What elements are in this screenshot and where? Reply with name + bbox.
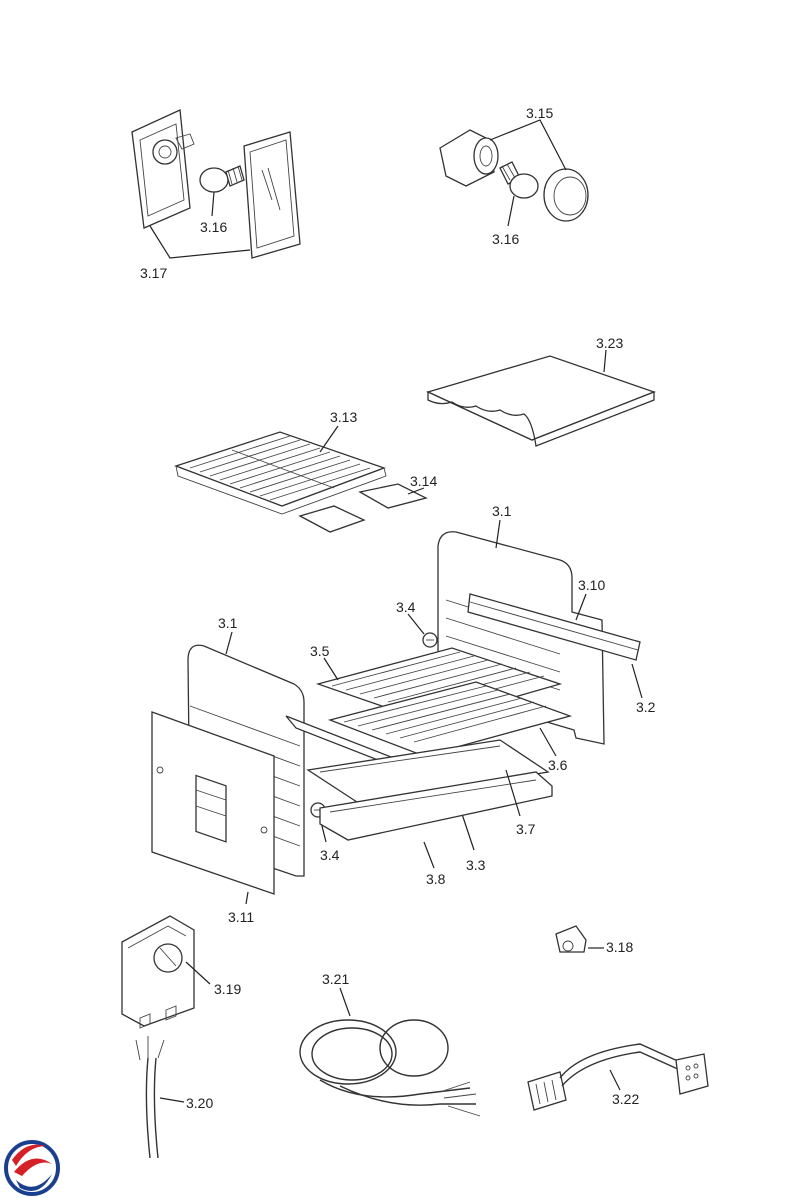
label-3-23: 3.23 [596, 335, 623, 351]
label-3-14: 3.14 [410, 473, 437, 489]
leader-line [495, 519, 501, 549]
grill-pan-part [319, 771, 553, 841]
label-3-21: 3.21 [322, 971, 349, 987]
leader-line [507, 195, 515, 227]
label-3-20: 3.20 [186, 1095, 213, 1111]
shelf-support-part [298, 483, 428, 533]
leader-line [225, 631, 233, 655]
label-3-16: 3.16 [200, 219, 227, 235]
side-rail-part [467, 593, 641, 661]
leader-line [575, 593, 587, 621]
label-3-4-top: 3.4 [396, 599, 416, 615]
leader-line [505, 769, 521, 817]
label-3-16b: 3.16 [492, 231, 519, 247]
label-3-15: 3.15 [526, 105, 553, 121]
lamp-housing-part [131, 109, 195, 229]
label-3-3: 3.3 [466, 857, 486, 873]
leader-line [319, 425, 339, 453]
connector-harness-part [527, 1043, 709, 1111]
label-3-22: 3.22 [612, 1091, 639, 1107]
label-3-6: 3.6 [548, 757, 568, 773]
drip-tray-part [306, 739, 550, 805]
label-3-2: 3.2 [636, 699, 656, 715]
leader-line [489, 119, 567, 171]
wiring-harness-part [299, 1019, 481, 1117]
baking-tray-part [426, 355, 656, 447]
leader-line [211, 191, 215, 217]
label-3-5: 3.5 [310, 643, 330, 659]
leader-line [407, 487, 425, 495]
label-3-1-left: 3.1 [218, 615, 238, 631]
thermostat-part [555, 925, 587, 953]
label-3-19: 3.19 [214, 981, 241, 997]
switch-unit-part [121, 915, 195, 1029]
leader-line [149, 225, 251, 259]
oven-shelf-lower-part [327, 681, 573, 757]
label-3-8: 3.8 [426, 871, 446, 887]
leader-line [159, 1097, 185, 1103]
label-3-17: 3.17 [140, 265, 167, 281]
label-3-10: 3.10 [578, 577, 605, 593]
label-3-7: 3.7 [516, 821, 536, 837]
wire-shelf-part [174, 431, 387, 515]
leader-line [323, 657, 339, 681]
side-cover-part [151, 711, 275, 895]
leader-line [339, 987, 351, 1017]
leader-line [603, 349, 607, 373]
leader-line [539, 727, 557, 757]
brand-logo [4, 1140, 60, 1196]
label-3-4-bottom: 3.4 [320, 847, 340, 863]
lamp-bulb-part-2 [499, 161, 539, 199]
label-3-13: 3.13 [330, 409, 357, 425]
lamp-glass-cover-part [243, 131, 301, 259]
leader-line [423, 841, 435, 869]
leader-line [631, 663, 643, 699]
label-3-18: 3.18 [606, 939, 633, 955]
screw-part [422, 632, 438, 648]
lamp-lens-cap-part [543, 168, 589, 222]
label-3-11: 3.11 [228, 909, 254, 925]
leader-line [609, 1069, 621, 1091]
leader-line [407, 613, 425, 635]
label-3-1-right: 3.1 [492, 503, 512, 519]
lamp-holder-part [439, 129, 499, 187]
lamp-bulb-part [199, 165, 245, 193]
leader-line [185, 961, 211, 985]
power-cable-part [135, 1036, 165, 1159]
leader-line [245, 891, 249, 905]
